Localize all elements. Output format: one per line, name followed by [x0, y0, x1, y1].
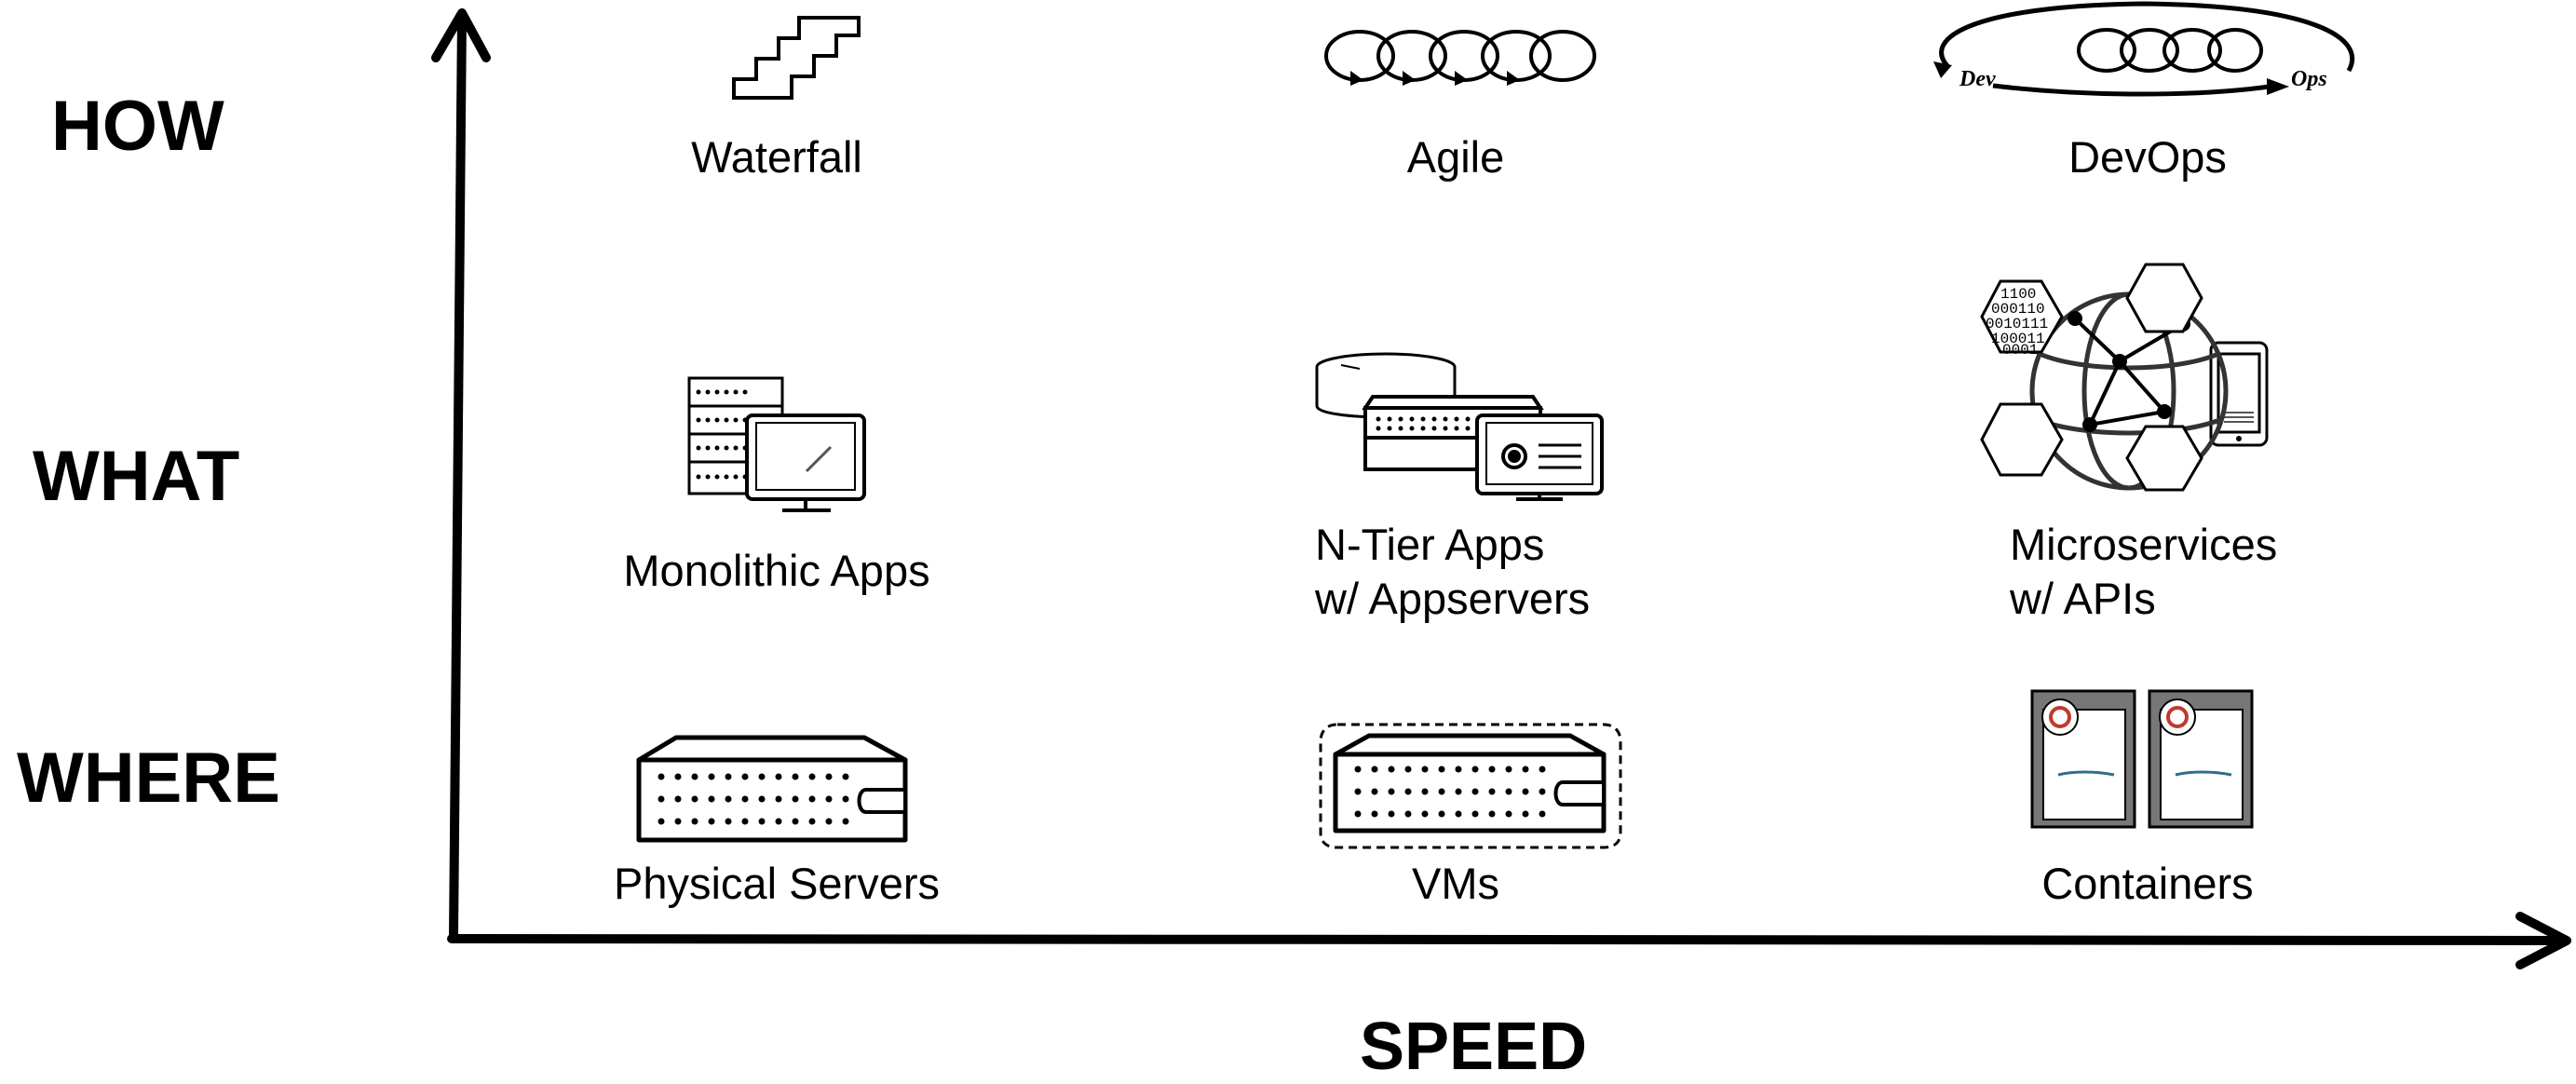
- vms-label: VMs: [1412, 859, 1499, 908]
- database-server-monitor-icon: [1315, 352, 1604, 501]
- rack-server-icon: [636, 735, 908, 843]
- ntier-apps-line2: w/ Appservers: [1315, 574, 1591, 623]
- waterfall-label: Waterfall: [691, 132, 862, 182]
- microservices-line1: Microservices: [2010, 520, 2278, 569]
- y-axis: [431, 8, 491, 942]
- x-axis: [447, 912, 2571, 969]
- loops-icon: [1324, 30, 1596, 86]
- globe-network-icon: 1100 000110 0010111 100011 0001: [1980, 263, 2269, 492]
- devops-label: DevOps: [2068, 132, 2227, 182]
- server-and-monitor-icon: [687, 376, 866, 512]
- physical-servers-label: Physical Servers: [614, 859, 940, 908]
- container-box-1: [2030, 689, 2136, 829]
- ntier-apps-line1: N-Tier Apps: [1315, 520, 1545, 569]
- dev-text: Dev: [1959, 67, 1996, 91]
- virtual-server-icon: [1319, 723, 1622, 849]
- agile-label: Agile: [1406, 132, 1505, 182]
- container-box-2: [2148, 689, 2254, 829]
- binary-text-5: 0001: [2002, 342, 2038, 359]
- container-icon: [2030, 689, 2254, 829]
- microservices-line2: w/ APIs: [2010, 574, 2156, 623]
- binary-text-4: 100011: [1991, 331, 2045, 347]
- microservices-label: Microservices w/ APIs: [2010, 518, 2277, 626]
- staircase-icon: [732, 16, 861, 100]
- row-label-how: HOW: [51, 87, 224, 166]
- binary-text-1: 1100: [2000, 286, 2036, 303]
- containers-label: Containers: [2041, 859, 2254, 908]
- binary-text-3: 0010111: [1986, 316, 2048, 332]
- ops-text: Ops: [2291, 67, 2327, 91]
- monolithic-apps-label: Monolithic Apps: [623, 546, 930, 595]
- row-label-where: WHERE: [17, 738, 280, 818]
- dev-ops-cycle-icon: Dev Ops: [1933, 1, 2355, 97]
- x-axis-label: SPEED: [1360, 1009, 1588, 1084]
- ntier-apps-label: N-Tier Apps w/ Appservers: [1315, 518, 1590, 626]
- row-label-what: WHAT: [33, 437, 240, 516]
- binary-text-2: 000110: [1991, 301, 2045, 318]
